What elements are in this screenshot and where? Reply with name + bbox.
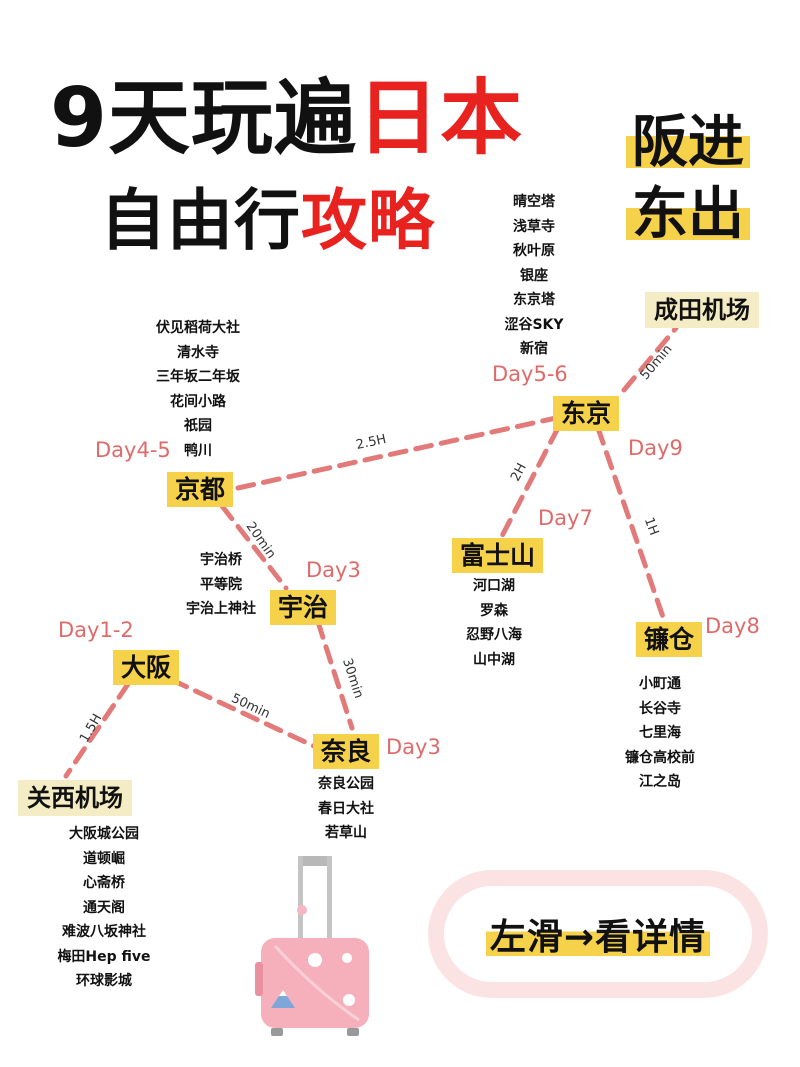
airport-narita: 成田机场 bbox=[645, 292, 759, 328]
page-title: 9天玩遍日本 bbox=[50, 78, 523, 160]
spot-item: 小町通 bbox=[639, 676, 681, 692]
route-tokyo-narita bbox=[621, 325, 679, 393]
day-label-kamakura: Day8 bbox=[705, 614, 760, 638]
spots-kamakura: 小町通 长谷寺 七里海 镰仓高校前 江之岛 bbox=[610, 672, 710, 795]
page-subtitle: 自由行攻略 bbox=[100, 188, 435, 254]
spot-item: 平等院 bbox=[200, 576, 242, 593]
spot-item: 梅田Hep five bbox=[57, 948, 151, 965]
city-osaka: 大阪 bbox=[113, 650, 180, 685]
day-label-osaka: Day1-2 bbox=[58, 618, 134, 642]
spot-item: 河口湖 bbox=[473, 578, 515, 594]
route-osaka-nara bbox=[169, 677, 321, 751]
spots-fuji: 河口湖 罗森 忍野八海 山中湖 bbox=[456, 574, 532, 672]
spot-item: 宇治上神社 bbox=[186, 601, 256, 617]
spot-item: 东京塔 bbox=[513, 292, 555, 308]
spot-item: 祇园 bbox=[184, 418, 212, 434]
route-osaka-kansai bbox=[63, 681, 131, 779]
spots-nara: 奈良公园 春日大社 若草山 bbox=[304, 772, 388, 846]
city-uji: 宇治 bbox=[270, 590, 337, 625]
day-label-uji: Day3 bbox=[306, 558, 361, 582]
spot-item: 新宿 bbox=[520, 341, 548, 357]
swipe-left-button[interactable]: 左滑→看详情 bbox=[428, 870, 768, 998]
city-tokyo: 东京 bbox=[553, 396, 620, 431]
spot-item: 清水寺 bbox=[177, 344, 219, 361]
spot-item: 心斋桥 bbox=[83, 875, 125, 891]
day-label-tokyo-kamakura: Day9 bbox=[628, 436, 683, 460]
spot-item: 道顿崛 bbox=[83, 850, 125, 867]
spot-item: 银座 bbox=[520, 267, 548, 284]
spot-item: 春日大社 bbox=[318, 800, 374, 817]
city-kamakura: 镰仓 bbox=[636, 622, 703, 657]
spots-uji: 宇治桥 平等院 宇治上神社 bbox=[176, 548, 266, 622]
title-black-part: 9天玩遍 bbox=[50, 71, 358, 166]
day-label-kyoto: Day4-5 bbox=[95, 438, 171, 462]
route-tokyo-fuji bbox=[499, 425, 561, 539]
spot-item: 浅草寺 bbox=[513, 218, 555, 235]
spot-item: 山中湖 bbox=[473, 651, 515, 668]
day-label-tokyo: Day5-6 bbox=[492, 362, 568, 386]
route-tokyo-kamakura bbox=[595, 425, 667, 623]
route-kyoto-tokyo bbox=[235, 415, 559, 491]
spot-item: 七里海 bbox=[639, 725, 681, 741]
city-nara: 奈良 bbox=[313, 734, 380, 769]
spot-item: 罗森 bbox=[480, 602, 508, 619]
route-kyoto-uji bbox=[219, 503, 289, 591]
spot-item: 鸭川 bbox=[184, 442, 212, 459]
spot-item: 秋叶原 bbox=[513, 243, 555, 259]
city-fuji: 富士山 bbox=[452, 538, 544, 573]
spots-tokyo: 晴空塔 浅草寺 秋叶原 银座 东京塔 涩谷SKY 新宿 bbox=[492, 190, 576, 362]
spot-item: 江之岛 bbox=[639, 774, 681, 790]
swipe-left-label: 左滑→看详情 bbox=[485, 908, 711, 960]
tagline-line2: 东出 bbox=[626, 185, 750, 245]
subtitle-red-part: 攻略 bbox=[301, 182, 435, 259]
spot-item: 花间小路 bbox=[170, 393, 226, 410]
spot-item: 长谷寺 bbox=[639, 700, 681, 717]
swipe-left-button-inner[interactable]: 左滑→看详情 bbox=[444, 886, 752, 982]
airport-kansai: 关西机场 bbox=[18, 780, 132, 816]
subtitle-black-part: 自由行 bbox=[100, 182, 301, 259]
spot-item: 伏见稻荷大社 bbox=[156, 320, 240, 336]
spot-item: 忍野八海 bbox=[466, 627, 522, 643]
spots-osaka: 大阪城公园 道顿崛 心斋桥 通天阁 难波八坂神社 梅田Hep five 环球影城 bbox=[40, 822, 168, 994]
day-label-nara: Day3 bbox=[386, 735, 441, 759]
spot-item: 难波八坂神社 bbox=[62, 924, 146, 940]
spot-item: 三年坂二年坂 bbox=[156, 369, 240, 385]
spots-kyoto: 伏见稻荷大社 清水寺 三年坂二年坂 花间小路 祇园 鸭川 bbox=[140, 316, 256, 463]
spot-item: 涩谷SKY bbox=[504, 316, 564, 333]
spot-item: 环球影城 bbox=[76, 973, 132, 989]
title-red-part: 日本 bbox=[357, 71, 524, 166]
spot-item: 大阪城公园 bbox=[69, 826, 139, 842]
spot-item: 宇治桥 bbox=[200, 552, 242, 568]
tagline-line1: 阪进 bbox=[626, 113, 750, 173]
spot-item: 若草山 bbox=[325, 825, 367, 841]
day-label-fuji: Day7 bbox=[538, 506, 593, 530]
spot-item: 晴空塔 bbox=[513, 194, 555, 210]
city-kyoto: 京都 bbox=[167, 472, 234, 507]
spot-item: 奈良公园 bbox=[318, 776, 374, 792]
spot-item: 通天阁 bbox=[83, 899, 125, 916]
suitcase-icon bbox=[255, 856, 369, 1036]
route-uji-nara bbox=[315, 619, 355, 731]
spot-item: 镰仓高校前 bbox=[625, 749, 695, 766]
